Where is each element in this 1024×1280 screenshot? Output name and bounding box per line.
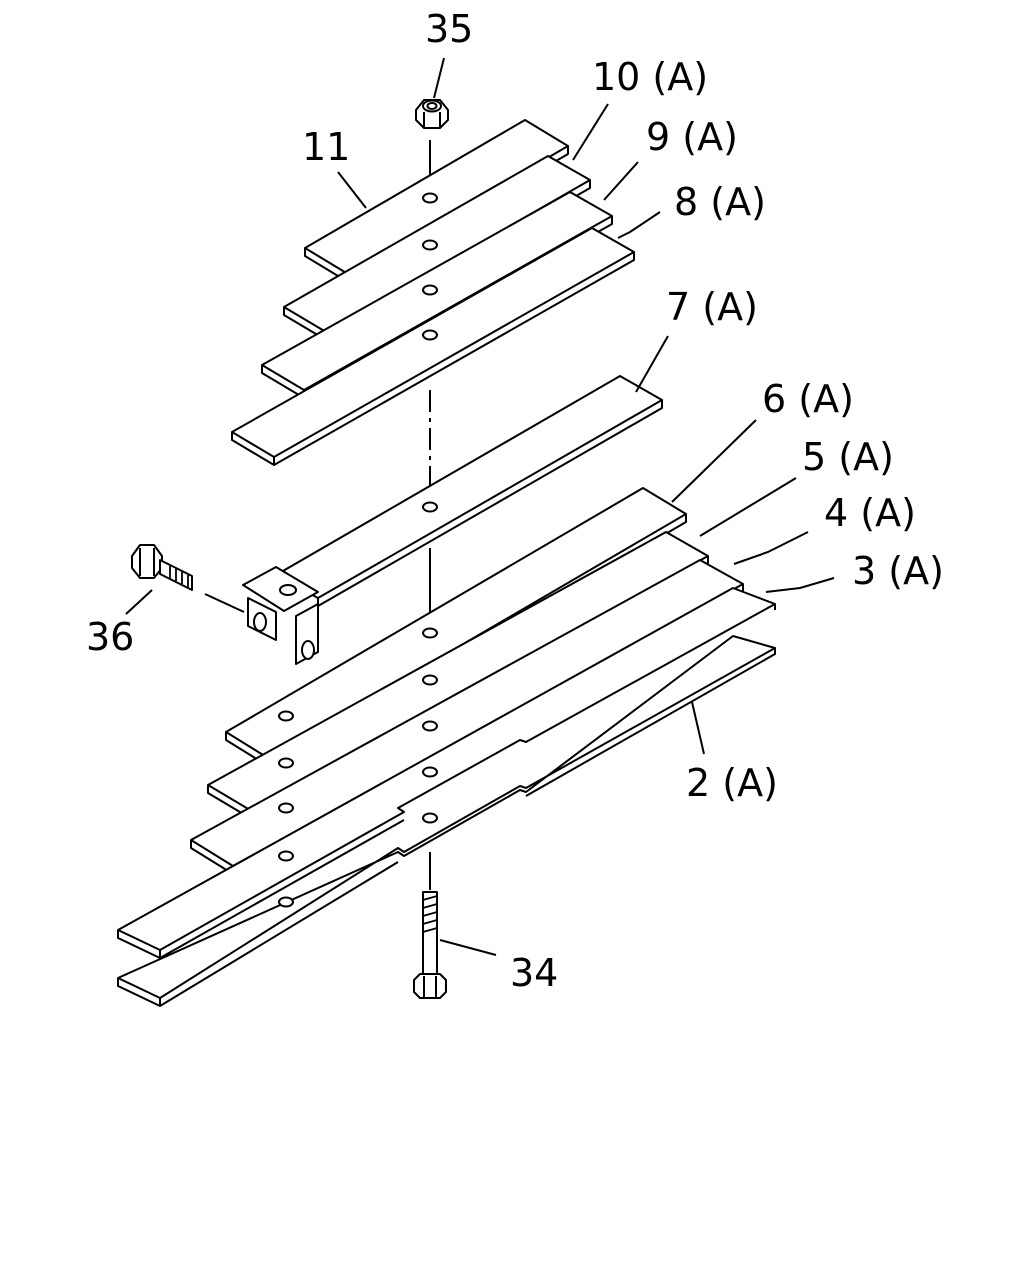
bolt-36 — [131, 544, 193, 591]
callout-10: 10 (A) — [592, 55, 708, 99]
leaf-7-with-bracket — [242, 375, 663, 665]
callout-8: 8 (A) — [674, 180, 766, 224]
callout-2: 2 (A) — [686, 761, 778, 805]
callout-11: 11 — [302, 125, 350, 169]
callout-3: 3 (A) — [852, 549, 944, 593]
callout-36: 36 — [86, 615, 134, 659]
callout-labels: 35 11 10 (A) 9 (A) 8 (A) 7 (A) 6 (A) 5 (… — [86, 7, 944, 995]
leaf-8 — [231, 227, 635, 466]
callout-4: 4 (A) — [824, 491, 916, 535]
callout-7: 7 (A) — [666, 285, 758, 329]
callout-5: 5 (A) — [802, 435, 894, 479]
bolt-34 — [413, 891, 447, 999]
leader-lines — [125, 57, 835, 956]
leaf-3 — [117, 587, 776, 959]
leaf-2 — [117, 635, 776, 1007]
callout-35: 35 — [425, 7, 473, 51]
nut-35 — [415, 99, 449, 129]
callout-34: 34 — [510, 951, 558, 995]
callout-6: 6 (A) — [762, 377, 854, 421]
callout-9: 9 (A) — [646, 115, 738, 159]
